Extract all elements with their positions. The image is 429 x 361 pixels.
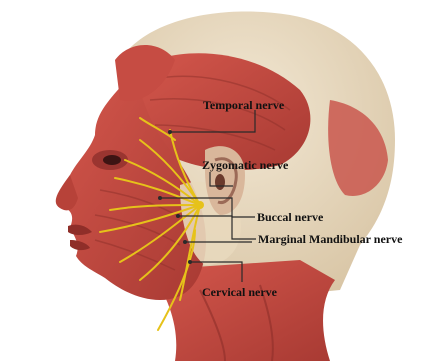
cervical-nerve-label: Cervical nerve	[202, 285, 277, 299]
zygomatic-nerve-label: Zygomatic nerve	[202, 158, 288, 172]
buccal-nerve-label: Buccal nerve	[257, 210, 323, 224]
temporal-nerve-label: Temporal nerve	[203, 98, 284, 112]
marginal-mandibular-nerve-label: Marginal Mandibular nerve	[258, 232, 402, 246]
